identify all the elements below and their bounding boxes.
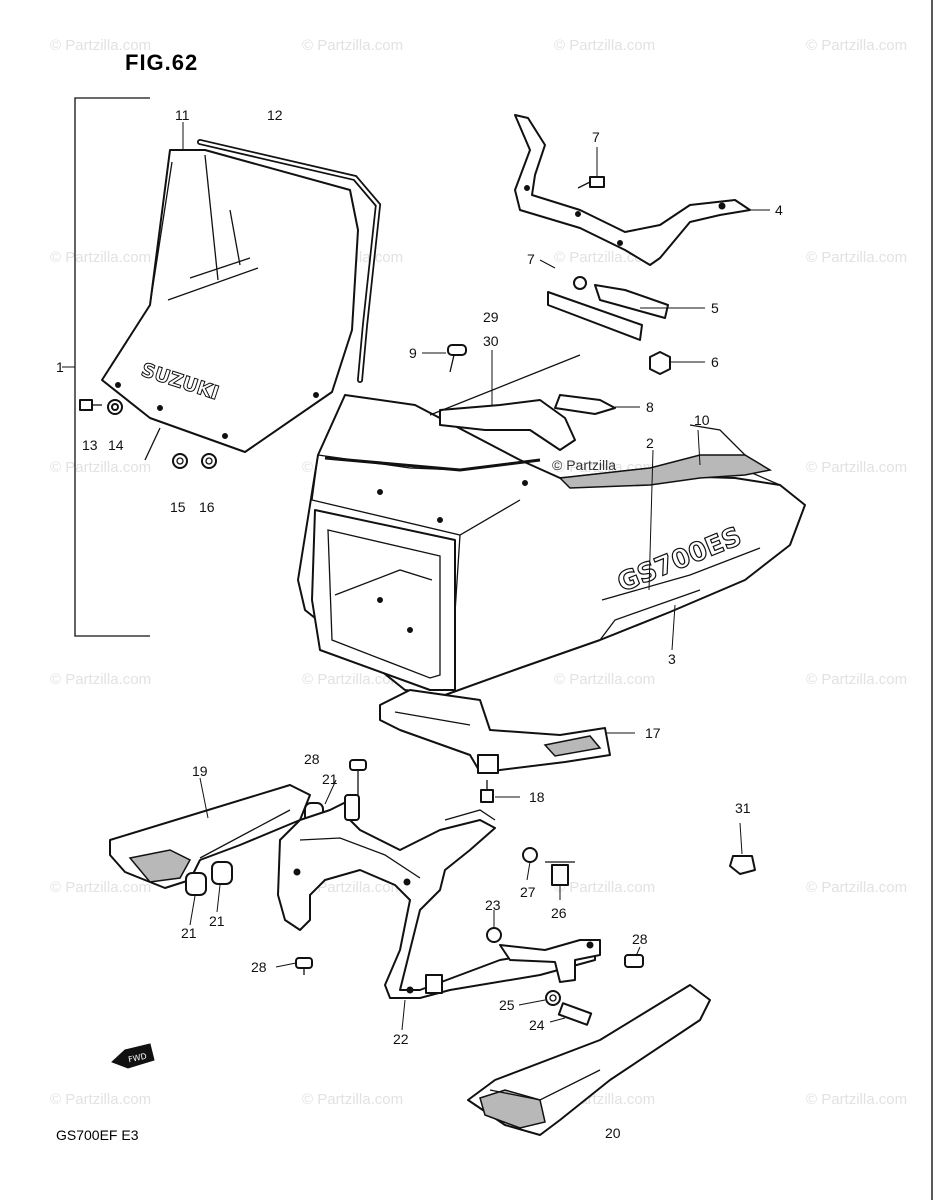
watermark-text: © Partzilla.com	[302, 37, 403, 54]
inline-watermark: © Partzilla	[552, 457, 616, 473]
nut-6	[649, 351, 671, 375]
callout-8: 8	[646, 399, 654, 415]
callout-21a: 21	[322, 771, 338, 787]
callout-26: 26	[551, 905, 567, 921]
watermark-text: © Partzilla.com	[302, 879, 403, 896]
fwd-arrow-icon: FWD	[111, 1043, 155, 1069]
watermark-text: © Partzilla.com	[50, 671, 151, 688]
watermark-text: © Partzilla.com	[50, 459, 151, 476]
callout-30: 30	[483, 333, 499, 349]
callout-28b: 28	[251, 959, 267, 975]
callout-14: 14	[108, 437, 124, 453]
callout-24: 24	[529, 1017, 545, 1033]
callout-11: 11	[175, 107, 190, 123]
callout-23: 23	[485, 897, 501, 913]
callout-16: 16	[199, 499, 215, 515]
callout-3: 3	[668, 651, 676, 667]
callout-13: 13	[82, 437, 98, 453]
watermark-text: © Partzilla.com	[806, 249, 907, 266]
lower-cowl	[467, 984, 711, 1136]
clip-8	[554, 394, 616, 415]
figure-title: FIG.62	[125, 50, 198, 75]
callout-1: 1	[56, 359, 64, 375]
grommets-21	[185, 802, 324, 896]
screw-28-right	[624, 954, 644, 968]
callout-6: 6	[711, 354, 719, 370]
washer-25	[545, 990, 561, 1006]
callout-7b: 7	[527, 251, 535, 267]
side-cover-bracket	[109, 784, 311, 889]
callout-15: 15	[170, 499, 186, 515]
watermark-text: © Partzilla.com	[554, 879, 655, 896]
mounting-plate	[547, 276, 669, 341]
callout-12: 12	[267, 107, 283, 123]
callout-7a: 7	[592, 129, 600, 145]
inner-bracket	[439, 399, 576, 451]
screw-28-left	[295, 957, 313, 975]
washer-27	[522, 847, 538, 863]
fairing-frame-brace	[277, 794, 596, 999]
watermark-text: © Partzilla.com	[302, 1091, 403, 1108]
fairing-trim-strip	[558, 454, 773, 489]
bolt-24	[557, 1002, 593, 1026]
windshield: SUZUKI	[101, 149, 359, 453]
cover-stay-arm	[486, 927, 601, 983]
headlight-opening	[311, 509, 456, 691]
grommet-31	[729, 855, 756, 875]
callout-22: 22	[393, 1031, 409, 1047]
leader-lines	[182, 122, 770, 1031]
callout-labels: 1 2 3 4 5 6 7 7 8 9 10 11 12 13 14 15 16…	[56, 107, 783, 1141]
svg-text:FWD: FWD	[127, 1052, 147, 1065]
screw-28-top	[349, 759, 367, 795]
callout-19: 19	[192, 763, 208, 779]
callout-25: 25	[499, 997, 515, 1013]
watermark-text: © Partzilla.com	[806, 459, 907, 476]
model-code: GS700EF E3	[56, 1127, 139, 1143]
callout-21c: 21	[181, 925, 197, 941]
callout-28a: 28	[304, 751, 320, 767]
watermark-text: © Partzilla.com	[50, 1091, 151, 1108]
screw-9	[447, 344, 467, 373]
callout-17: 17	[645, 725, 661, 741]
lower-fairing-bracket	[379, 689, 611, 774]
watermark-text: © Partzilla.com	[50, 37, 151, 54]
callout-10: 10	[694, 412, 710, 428]
watermark-text: © Partzilla.com	[302, 671, 403, 688]
watermark-text: © Partzilla.com	[50, 879, 151, 896]
callout-18: 18	[529, 789, 545, 805]
bolt-18	[480, 780, 494, 803]
callout-20: 20	[605, 1125, 621, 1141]
watermark-text: © Partzilla.com	[554, 37, 655, 54]
callout-27: 27	[520, 884, 536, 900]
callout-31: 31	[735, 800, 751, 816]
watermark-text: © Partzilla.com	[806, 37, 907, 54]
windshield-hardware	[79, 399, 217, 469]
watermark-text: © Partzilla.com	[806, 1091, 907, 1108]
callout-29: 29	[483, 309, 499, 325]
callout-5: 5	[711, 300, 719, 316]
watermark-text: © Partzilla.com	[50, 249, 151, 266]
watermark-text: © Partzilla.com	[554, 671, 655, 688]
callout-21b: 21	[209, 913, 225, 929]
callout-9: 9	[409, 345, 417, 361]
callout-4: 4	[775, 202, 783, 218]
watermark-text: © Partzilla.com	[806, 671, 907, 688]
callout-28c: 28	[632, 931, 648, 947]
fairing-stay-bracket	[514, 114, 751, 266]
watermark-text: © Partzilla.com	[806, 879, 907, 896]
screw-7-upper	[577, 176, 605, 189]
callout-2: 2	[646, 435, 654, 451]
